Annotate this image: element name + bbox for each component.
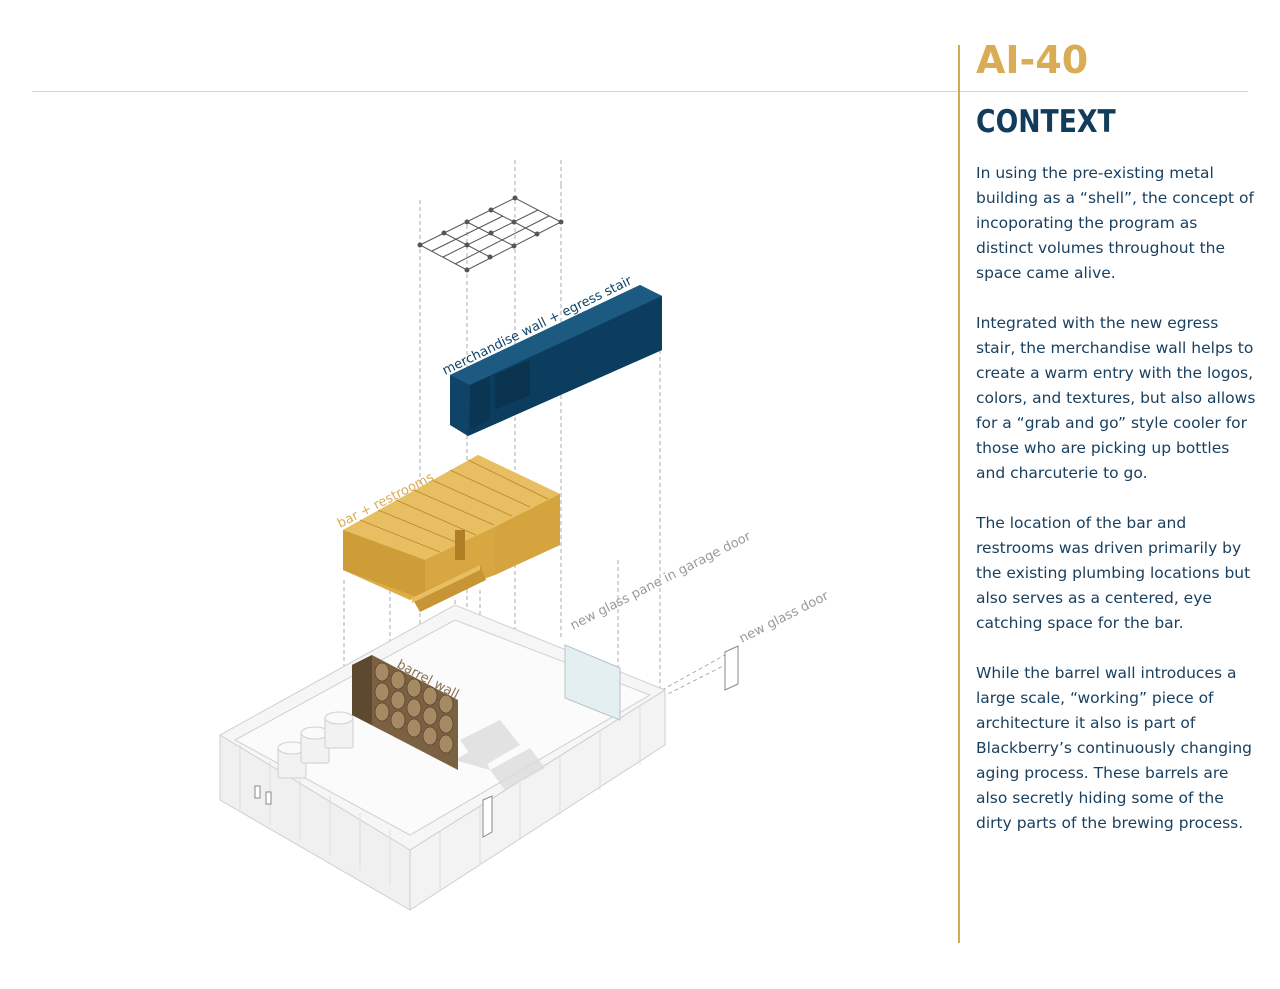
paragraph-shell: In using the pre-existing metal building… bbox=[976, 164, 1254, 282]
header-rule bbox=[32, 91, 1248, 92]
description-text: In using the pre-existing metal building… bbox=[976, 161, 1256, 861]
ceiling-grid bbox=[417, 195, 564, 273]
bar-restrooms-volume bbox=[343, 455, 560, 612]
label-garage-door: new glass pane in garage door bbox=[568, 529, 754, 634]
sheet-number: AI-40 bbox=[976, 38, 1089, 82]
paragraph-merchandise: Integrated with the new egress stair, th… bbox=[976, 314, 1256, 482]
exploded-axonometric-diagram: merchandise wall + egress stair bar + re… bbox=[219, 160, 832, 911]
fermentation-tanks bbox=[277, 711, 354, 779]
merchandise-wall-volume bbox=[450, 285, 662, 436]
sidebar-divider bbox=[958, 45, 960, 943]
floor-pattern bbox=[455, 720, 545, 790]
section-heading: CONTEXT bbox=[976, 104, 1116, 140]
barrel-wall-volume bbox=[352, 655, 458, 770]
label-glass-door: new glass door bbox=[737, 588, 832, 646]
paragraph-bar: The location of the bar and restrooms wa… bbox=[976, 514, 1251, 632]
paragraph-barrel: While the barrel wall introduces a large… bbox=[976, 664, 1253, 832]
